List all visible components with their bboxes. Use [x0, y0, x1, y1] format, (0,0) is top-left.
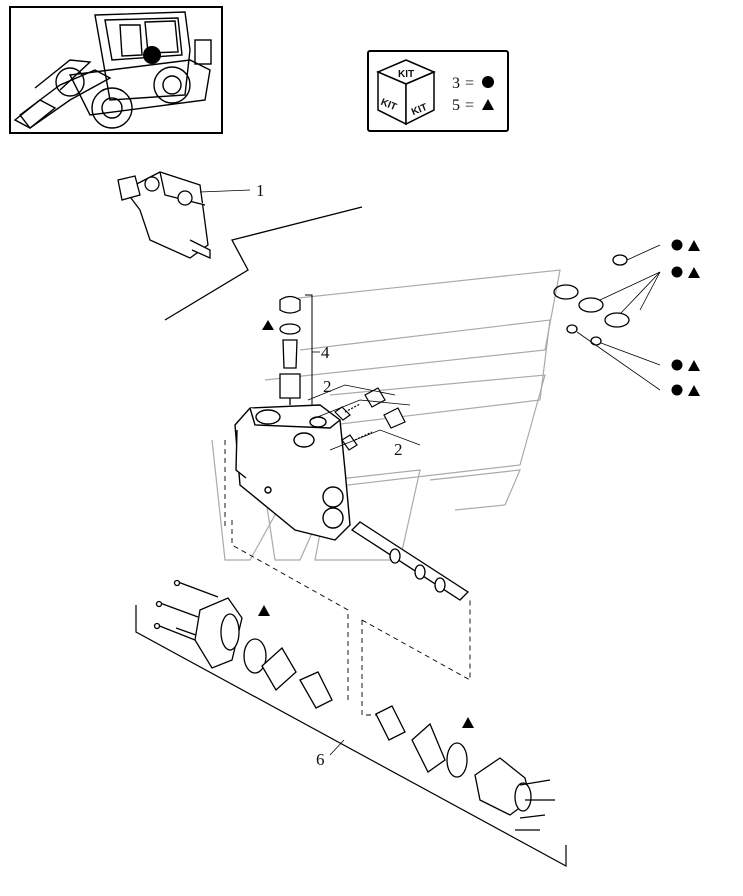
bracket-part-6	[135, 605, 567, 868]
o-ring-large-1	[553, 284, 579, 300]
assembly-dashed-lines	[224, 440, 471, 716]
end-cap-left	[153, 579, 333, 709]
location-marker-icon	[143, 46, 161, 64]
callout-part-1: 1	[256, 181, 265, 200]
kit-cube-icon	[376, 59, 436, 126]
break-line	[164, 206, 363, 321]
kit-5-triangle-icon	[688, 385, 700, 396]
kit-5-triangle-icon	[688, 360, 700, 371]
part-6-right-triangle-icon	[462, 717, 474, 728]
o-ring-large-3	[604, 312, 630, 328]
part-4-triangle-icon	[262, 320, 274, 330]
callout-part-2-lower: 2	[394, 440, 403, 459]
seal-kit-markers	[671, 239, 700, 396]
callout-part-6: 6	[316, 750, 325, 769]
leader-line-part-1	[199, 189, 251, 193]
o-ring-small-1	[566, 324, 578, 334]
end-cap-right	[375, 705, 555, 831]
seal-rings	[553, 254, 630, 346]
kit-3-circle-icon	[671, 384, 683, 396]
bracket-part-4	[305, 294, 313, 409]
part-6-left-triangle-icon	[258, 605, 270, 616]
o-ring-small-2	[590, 336, 602, 346]
kit-row-2-number: 5	[452, 97, 460, 114]
kit-row-1-equals: =	[465, 75, 474, 92]
relief-valve-stack	[279, 295, 301, 405]
callout-part-2-upper: 2	[323, 377, 332, 396]
kit-circle-icon	[482, 76, 494, 88]
kit-3-circle-icon	[671, 239, 683, 251]
kit-3-circle-icon	[671, 266, 683, 278]
callout-part-4: 4	[321, 343, 330, 362]
valve-section-assembly	[117, 171, 211, 260]
kit-triangle-icon	[482, 99, 494, 110]
seal-leader-lines	[576, 244, 661, 391]
kit-row-2-equals: =	[465, 97, 474, 114]
kit-top-label: KIT	[398, 69, 414, 80]
kit-5-triangle-icon	[688, 240, 700, 251]
spool	[350, 521, 470, 601]
valve-body	[234, 404, 351, 541]
kit-row-1-number: 3	[452, 75, 460, 92]
machine-thumbnail	[9, 6, 223, 134]
o-ring-small-top	[612, 254, 628, 266]
kit-3-circle-icon	[671, 359, 683, 371]
kit-5-triangle-icon	[688, 267, 700, 278]
o-ring-large-2	[578, 297, 604, 313]
kit-legend: KIT KIT KIT 3 = 5 =	[367, 50, 509, 132]
